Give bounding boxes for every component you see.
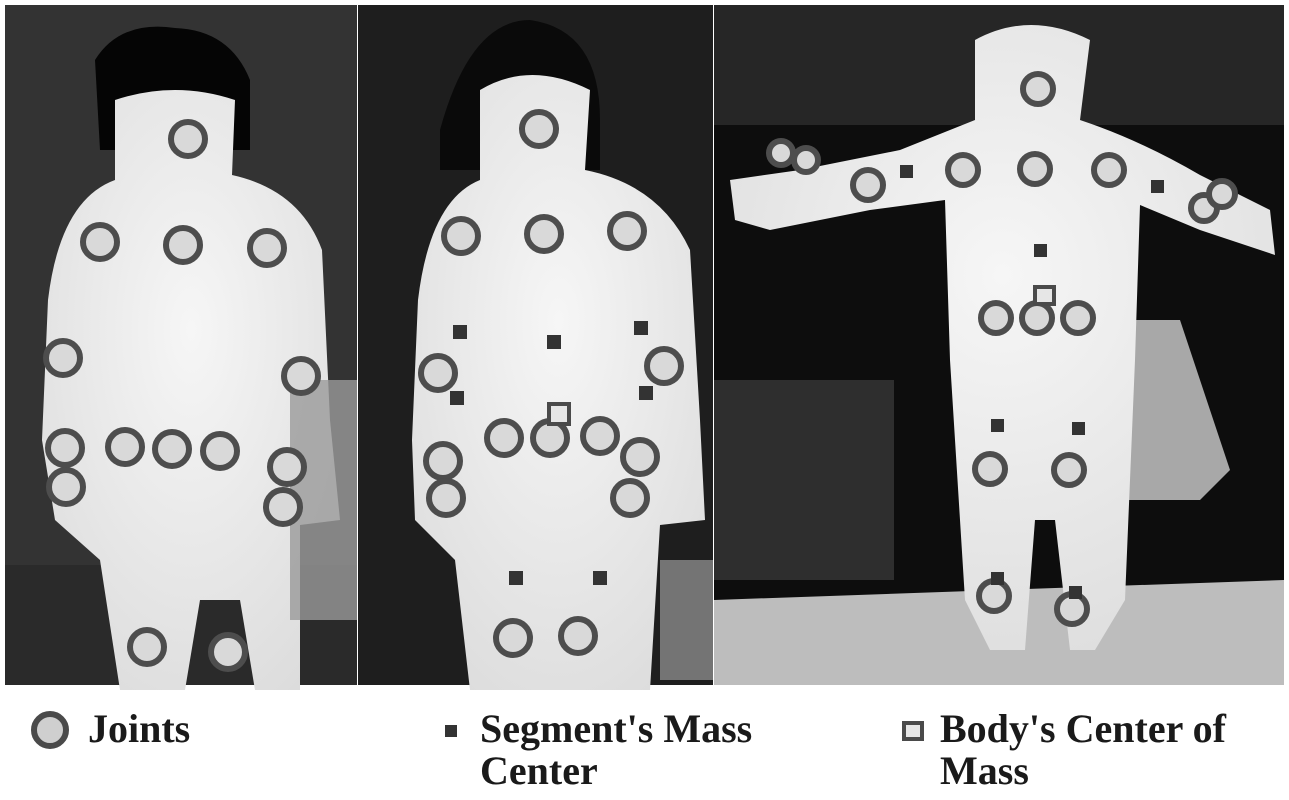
joint [211, 635, 245, 669]
joint [979, 581, 1009, 611]
joint [284, 359, 318, 393]
joint [130, 630, 164, 664]
joint [83, 225, 117, 259]
joint [1020, 154, 1050, 184]
joint [250, 231, 284, 265]
joint [444, 219, 478, 253]
joint [496, 621, 530, 655]
joint [46, 341, 80, 375]
joint [948, 155, 978, 185]
joint [623, 440, 657, 474]
segment-mass-center [593, 571, 607, 585]
joint [981, 303, 1011, 333]
legend-item-joints: Joints [28, 708, 190, 752]
joint [583, 419, 617, 453]
segment-mass-center [450, 391, 464, 405]
legend-item-segment-mass: Segment's Mass Center [440, 708, 820, 792]
joint [108, 430, 142, 464]
joint [533, 421, 567, 455]
joint [203, 434, 237, 468]
joint [522, 112, 556, 146]
joint [1063, 303, 1093, 333]
segment-mass-center [547, 335, 561, 349]
joint [769, 141, 793, 165]
filled-square-icon [440, 710, 464, 750]
joint [613, 481, 647, 515]
joint [610, 214, 644, 248]
segment-mass-center [1151, 180, 1164, 193]
segment-mass-center [1069, 586, 1082, 599]
legend-label-segment-mass: Segment's Mass Center [480, 708, 810, 792]
joint [853, 170, 883, 200]
segment-mass-center [1034, 244, 1047, 257]
body-center-of-mass [1035, 287, 1054, 304]
joint [155, 432, 189, 466]
legend: Joints Segment's Mass Center Body's Cent… [0, 690, 1289, 800]
segment-mass-center [991, 572, 1004, 585]
legend-item-body-com: Body's Center of Mass [898, 708, 1278, 792]
joint [421, 356, 455, 390]
joint [487, 421, 521, 455]
joint-circle-icon [28, 708, 72, 752]
joint [171, 122, 205, 156]
joint [166, 228, 200, 262]
joint [1054, 455, 1084, 485]
joint [426, 444, 460, 478]
joint [647, 349, 681, 383]
joint [266, 490, 300, 524]
joint [527, 217, 561, 251]
body-center-of-mass [549, 404, 569, 424]
legend-label-joints: Joints [88, 708, 190, 750]
joint [794, 148, 818, 172]
segment-mass-center [991, 419, 1004, 432]
segment-mass-center [639, 386, 653, 400]
joint [270, 450, 304, 484]
segment-mass-center [634, 321, 648, 335]
segment-mass-center [453, 325, 467, 339]
hollow-square-icon [898, 710, 932, 750]
joint [48, 431, 82, 465]
segment-mass-center [1072, 422, 1085, 435]
depth-figure [0, 0, 1289, 690]
joint [49, 470, 83, 504]
joint [1022, 303, 1052, 333]
segment-mass-center [900, 165, 913, 178]
legend-label-body-com: Body's Center of Mass [940, 708, 1278, 792]
joint [975, 454, 1005, 484]
segment-mass-center [509, 571, 523, 585]
joint [429, 481, 463, 515]
joint [1209, 181, 1235, 207]
joint [1094, 155, 1124, 185]
joint [1023, 74, 1053, 104]
joint [561, 619, 595, 653]
